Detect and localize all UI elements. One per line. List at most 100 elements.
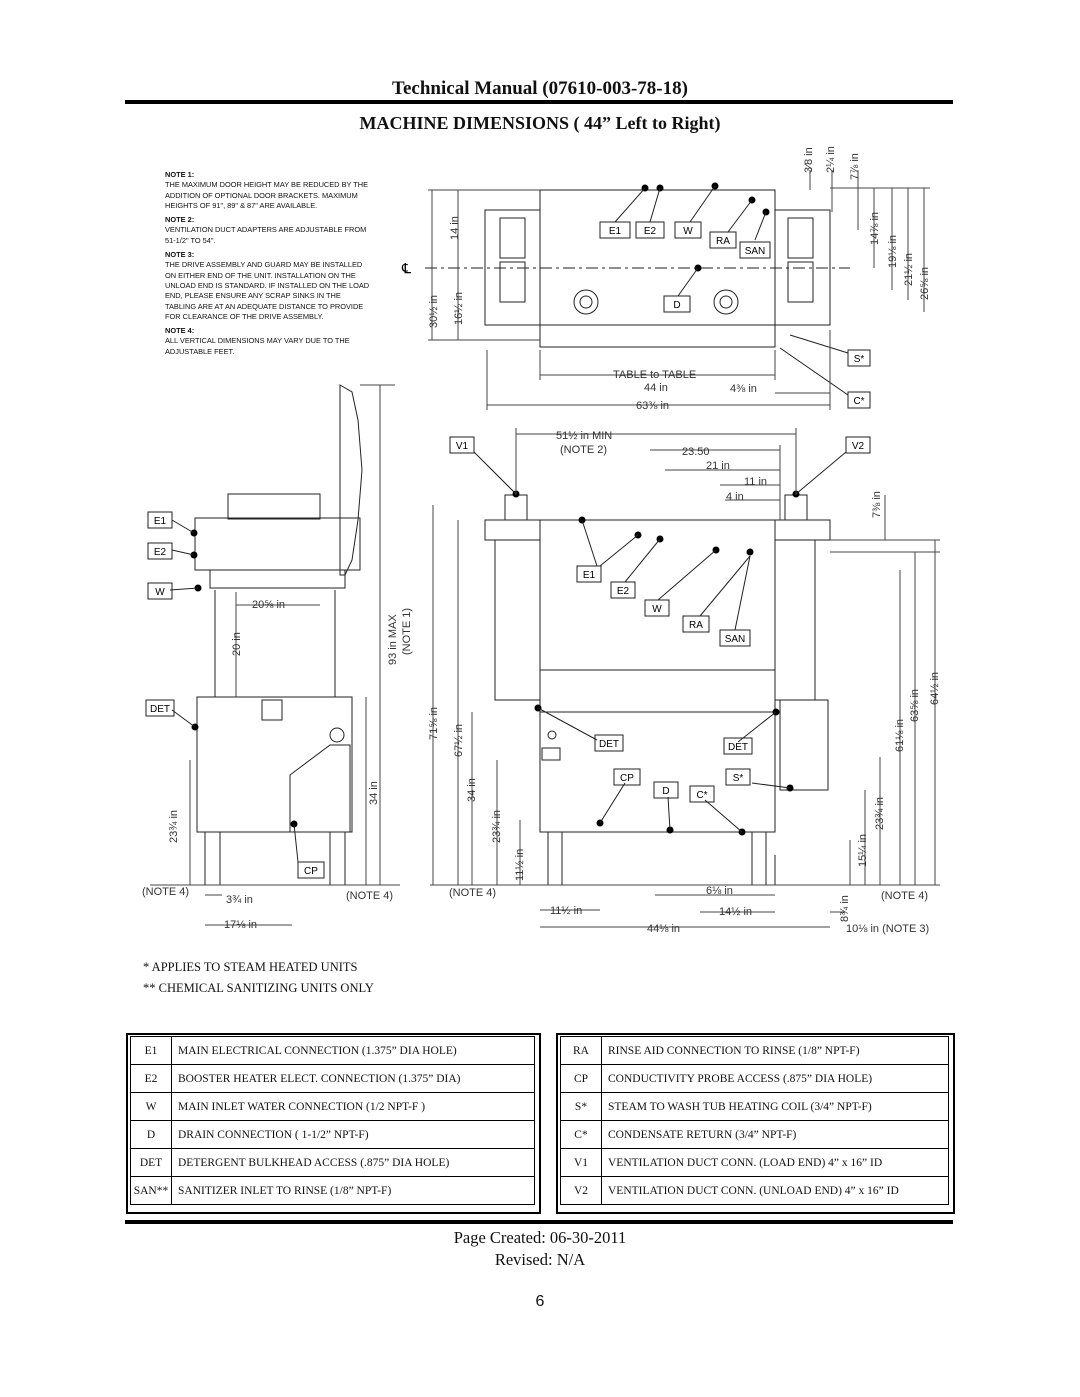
callout-c: C* bbox=[847, 391, 871, 409]
front-note4-right: (NOTE 4) bbox=[881, 890, 928, 902]
top-view: ℄ E1 E2 W RA SAN D S* C* bbox=[401, 146, 931, 412]
header-divider bbox=[125, 100, 953, 104]
dim-4: 4 in bbox=[726, 491, 744, 503]
top-drain-circle bbox=[713, 289, 739, 315]
dim-63-3-8: 63⅜ in bbox=[636, 400, 669, 412]
legend-desc: VENTILATION DUCT CONN. (LOAD END) 4” x 1… bbox=[601, 1148, 949, 1177]
dim-8-3-4: 8¾ in bbox=[839, 895, 851, 922]
front-callout-c: C* bbox=[689, 785, 715, 803]
callout-s: S* bbox=[847, 349, 871, 367]
top-drain-circle-inner bbox=[579, 295, 593, 309]
legend-row: C*CONDENSATE RETURN (3/4” NPT-F) bbox=[560, 1120, 949, 1149]
svg-text:DET: DET bbox=[599, 739, 619, 750]
front-panel bbox=[541, 747, 561, 761]
note-text: ALL VERTICAL DIMENSIONS MAY VARY DUE TO … bbox=[165, 336, 350, 356]
legend-code: V1 bbox=[560, 1148, 602, 1177]
dim-20: 20 in bbox=[231, 632, 243, 656]
front-callout-w: W bbox=[644, 599, 670, 617]
side-callout-e1: E1 bbox=[147, 511, 173, 529]
legend-code: C* bbox=[560, 1120, 602, 1149]
legend-desc: CONDENSATE RETURN (3/4” NPT-F) bbox=[601, 1120, 949, 1149]
side-upper-body bbox=[194, 517, 361, 571]
dim-19-1-8: 19⅛ in bbox=[887, 235, 899, 268]
front-duct-v2 bbox=[784, 494, 808, 521]
dim-15-1-4: 15¼ in bbox=[857, 834, 869, 867]
dim-3-3-4: 3¾ in bbox=[226, 894, 253, 906]
svg-text:CP: CP bbox=[304, 866, 318, 877]
svg-text:D: D bbox=[662, 786, 669, 797]
front-note4-left: (NOTE 4) bbox=[449, 887, 496, 899]
dim-30: 30½ in bbox=[428, 295, 440, 328]
dim-51-1-2: 51½ in MIN bbox=[556, 430, 612, 442]
svg-text:S*: S* bbox=[854, 354, 865, 365]
legend-desc: MAIN INLET WATER CONNECTION (1/2 NPT-F ) bbox=[171, 1092, 535, 1121]
front-gauge bbox=[547, 730, 557, 740]
svg-text:C*: C* bbox=[696, 790, 707, 801]
front-unload-table bbox=[774, 519, 831, 541]
dim-14-1-2: 14½ in bbox=[719, 906, 752, 918]
dim-23-50: 23.50 bbox=[682, 446, 710, 458]
dim-67-1-2: 67½ in bbox=[453, 724, 465, 757]
legend-desc: CONDUCTIVITY PROBE ACCESS (.875” DIA HOL… bbox=[601, 1064, 949, 1093]
front-callout-s: S* bbox=[725, 768, 751, 786]
note-2: NOTE 2:VENTILATION DUCT ADAPTERS ARE ADJ… bbox=[165, 215, 370, 246]
top-unload-duct-port bbox=[787, 217, 814, 259]
legend-code: W bbox=[130, 1092, 172, 1121]
svg-text:D: D bbox=[673, 300, 680, 311]
svg-text:E2: E2 bbox=[154, 547, 167, 558]
front-lower-cabinet bbox=[539, 711, 776, 833]
dim-23-3-4-front: 23¾ in bbox=[491, 810, 503, 843]
front-callout-d: D bbox=[653, 781, 679, 799]
note-heading: NOTE 2: bbox=[165, 215, 195, 225]
side-callout-cp: CP bbox=[297, 861, 325, 879]
front-door-band bbox=[539, 669, 776, 713]
side-door bbox=[339, 384, 363, 576]
dim-3-8: 3⁄8 in bbox=[803, 147, 815, 173]
dim-14: 14 in bbox=[449, 216, 461, 240]
legend-code: D bbox=[130, 1120, 172, 1149]
legend-desc: STEAM TO WASH TUB HEATING COIL (3/4” NPT… bbox=[601, 1092, 949, 1121]
side-note4-left: (NOTE 4) bbox=[142, 886, 189, 898]
dim-44: 44 in bbox=[644, 382, 668, 394]
section-title: MACHINE DIMENSIONS ( 44” Left to Right) bbox=[359, 113, 721, 133]
dim-16: 16½ in bbox=[453, 292, 465, 325]
note-3: NOTE 3:THE DRIVE ASSEMBLY AND GUARD MAY … bbox=[165, 250, 370, 322]
svg-text:E1: E1 bbox=[583, 570, 596, 581]
table-to-table-label: TABLE to TABLE bbox=[613, 369, 696, 381]
dim-17-1-8: 17⅛ in bbox=[224, 919, 257, 931]
top-drain-circle bbox=[573, 289, 599, 315]
page-created: Page Created: 06-30-2011 bbox=[453, 1228, 627, 1247]
legend-desc: DRAIN CONNECTION ( 1-1/2” NPT-F) bbox=[171, 1120, 535, 1149]
side-lower-cabinet bbox=[196, 696, 353, 833]
legend-desc: SANITIZER INLET TO RINSE (1/8” NPT-F) bbox=[171, 1176, 535, 1205]
svg-text:RA: RA bbox=[689, 620, 703, 631]
front-callout-ra: RA bbox=[682, 615, 710, 633]
drawing-notes: NOTE 1:THE MAXIMUM DOOR HEIGHT MAY BE RE… bbox=[165, 170, 370, 361]
side-callout-w: W bbox=[147, 582, 173, 600]
legend-code: CP bbox=[560, 1064, 602, 1093]
side-vent bbox=[329, 727, 345, 743]
note-heading: NOTE 1: bbox=[165, 170, 195, 179]
dim-21-1-2: 21½ in bbox=[903, 253, 915, 286]
svg-text:CP: CP bbox=[620, 773, 634, 784]
svg-text:W: W bbox=[652, 604, 662, 615]
front-load-side bbox=[494, 539, 541, 701]
svg-text:S*: S* bbox=[733, 773, 744, 784]
legend-desc: RINSE AID CONNECTION TO RINSE (1/8” NPT-… bbox=[601, 1036, 949, 1065]
svg-text:SAN: SAN bbox=[725, 634, 746, 645]
dim-2-1-4: 2¼ in bbox=[825, 146, 837, 173]
legend-desc: VENTILATION DUCT CONN. (UNLOAD END) 4” x… bbox=[601, 1176, 949, 1205]
legend-frame-left bbox=[126, 1033, 541, 1214]
dim-44-1-8: 44⅛ in bbox=[647, 923, 680, 935]
side-note4-right: (NOTE 4) bbox=[346, 890, 393, 902]
note2-label: (NOTE 2) bbox=[560, 444, 607, 456]
dim-64-1-2: 64½ in bbox=[929, 672, 941, 705]
